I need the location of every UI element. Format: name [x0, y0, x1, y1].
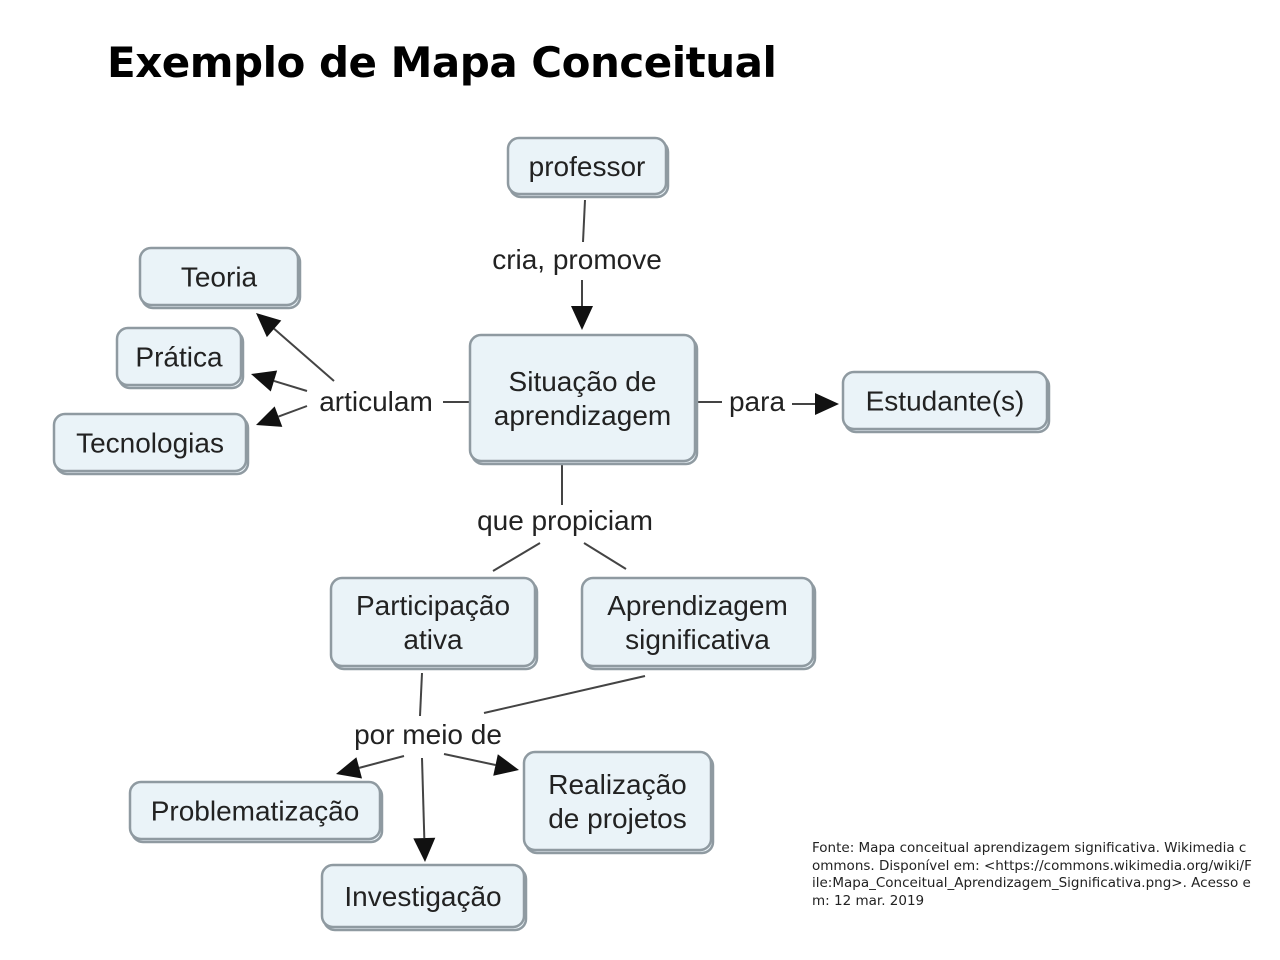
node-box — [329, 576, 537, 668]
node-box — [580, 576, 815, 668]
edge-line — [443, 753, 496, 766]
node-box — [468, 333, 697, 463]
edge-line — [278, 405, 308, 418]
node-label: aprendizagem — [494, 400, 671, 431]
link-label-que_propiciam: que propiciam — [477, 505, 653, 536]
link-label-articulam: articulam — [319, 386, 433, 417]
node-label: Prática — [135, 342, 223, 373]
node-box — [52, 412, 248, 473]
arrowhead — [256, 406, 283, 427]
node-box — [128, 780, 382, 841]
node-label: Realização — [548, 769, 687, 800]
node-label: ativa — [403, 624, 463, 655]
arrowhead — [571, 306, 593, 330]
edge-line — [273, 380, 308, 392]
source-note: Fonte: Mapa conceitual aprendizagem sign… — [812, 840, 1252, 909]
node-label: Situação de — [509, 366, 657, 397]
arrowhead — [413, 837, 436, 862]
arrowhead — [815, 393, 839, 415]
arrowhead — [251, 370, 278, 392]
node-box — [522, 750, 713, 852]
node-label: Problematização — [151, 796, 360, 827]
page-title: Exemplo de Mapa Conceitual — [107, 38, 777, 87]
node-label: Aprendizagem — [607, 590, 788, 621]
edge-line — [583, 542, 627, 570]
link-label-para: para — [729, 386, 785, 417]
node-box — [506, 136, 668, 196]
edge-line — [483, 675, 646, 714]
edge-line — [582, 199, 586, 243]
edges-layer — [251, 199, 839, 862]
node-estudantes: Estudante(s) — [841, 370, 1051, 434]
link-label-cria_promove: cria, promove — [492, 244, 662, 275]
node-label: significativa — [625, 624, 770, 655]
arrowhead — [493, 754, 519, 776]
node-box — [320, 863, 526, 929]
link-label-por_meio_de: por meio de — [354, 719, 502, 750]
node-label: Investigação — [344, 881, 501, 912]
node-label: de projetos — [548, 803, 687, 834]
node-label: Estudante(s) — [866, 386, 1025, 417]
edge-line — [492, 542, 541, 572]
node-label: Teoria — [181, 262, 258, 293]
node-tecnologias: Tecnologias — [52, 412, 250, 476]
edge-line — [421, 757, 426, 839]
edge-line — [419, 672, 423, 717]
edge-line — [358, 755, 405, 769]
node-teoria: Teoria — [138, 246, 302, 310]
edge-line — [273, 328, 335, 382]
node-box — [138, 246, 300, 307]
arrowhead — [256, 313, 282, 338]
node-investigacao: Investigação — [320, 863, 528, 932]
labels-layer: cria, promove articulam para que propiciam p… — [319, 244, 785, 750]
node-label: professor — [529, 151, 646, 182]
node-label: Tecnologias — [76, 428, 224, 459]
node-professor: professor — [506, 136, 670, 199]
node-problematizacao: Problematização — [128, 780, 384, 844]
node-label: Participação — [356, 590, 510, 621]
node-box — [841, 370, 1049, 431]
node-pratica: Prática — [115, 326, 245, 390]
node-box — [115, 326, 243, 387]
arrowhead — [336, 757, 363, 779]
